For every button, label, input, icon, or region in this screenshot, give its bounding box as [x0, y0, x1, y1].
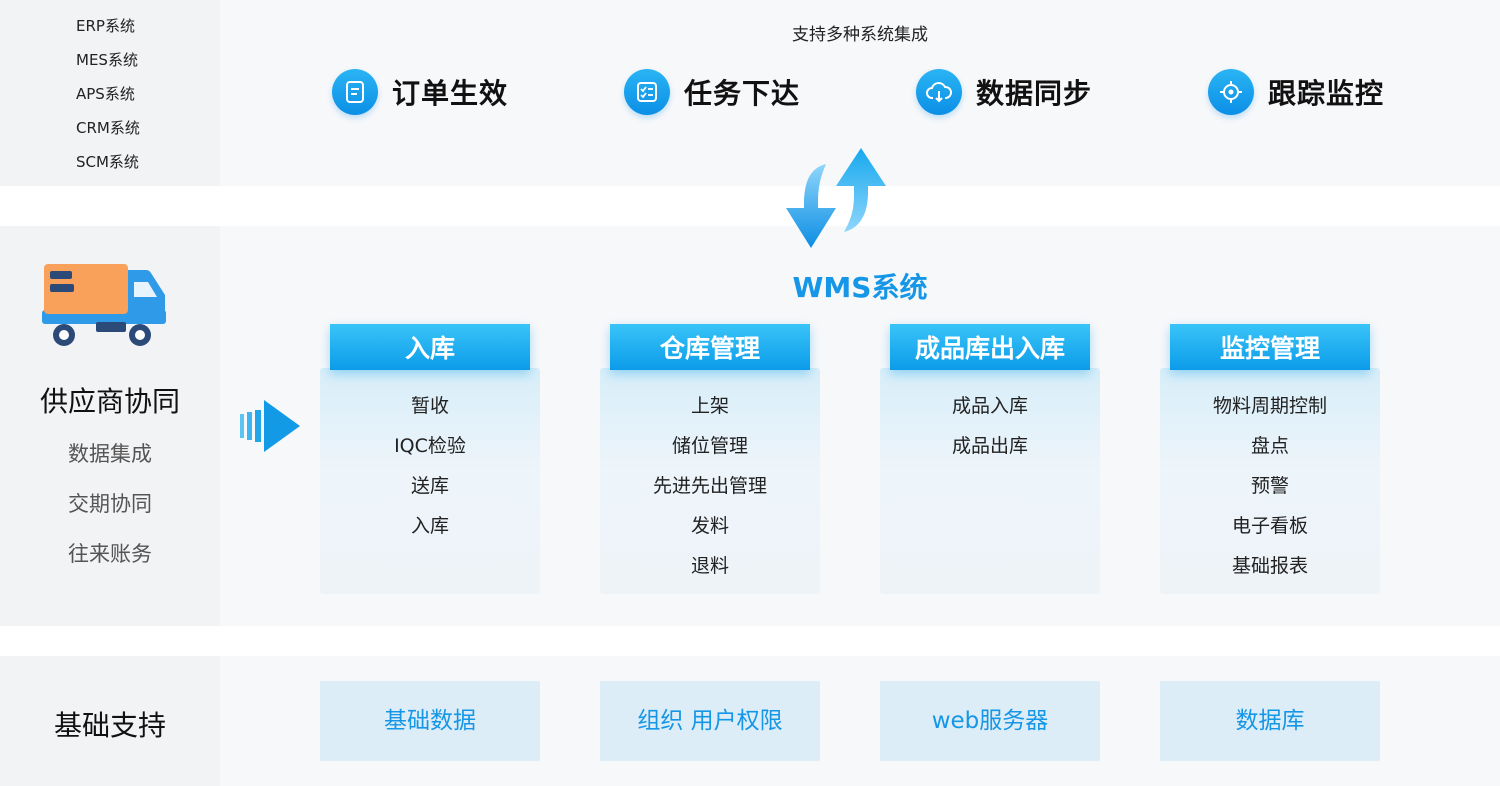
module-item: 上架: [690, 395, 729, 417]
feature-label: 订单生效: [392, 77, 509, 110]
module-item: 盘点: [1250, 435, 1289, 457]
feature-data-sync: 数据同步: [916, 68, 1092, 116]
system-item-aps: APS系统: [76, 85, 135, 103]
sync-arrows-icon: [782, 146, 890, 256]
wms-band: 供应商协同 数据集成 交期协同 往来账务 WMS系统 入库 暂收 IQC检验 送…: [0, 226, 1500, 626]
module-title: 监控管理: [1170, 324, 1370, 370]
systems-panel: ERP系统 MES系统 APS系统 CRM系统 SCM系统: [0, 0, 220, 186]
system-item-scm: SCM系统: [76, 153, 139, 171]
module-item-list: 物料周期控制 盘点 预警 电子看板 基础报表: [1160, 386, 1380, 586]
document-icon: [332, 69, 378, 115]
foundation-box-web-server: web服务器: [880, 681, 1100, 761]
wms-panel: WMS系统 入库 暂收 IQC检验 送库 入库 仓库管理 上架 储位管理 先进先…: [220, 226, 1500, 626]
foundation-panel: 基础数据 组织 用户权限 web服务器 数据库: [220, 656, 1500, 786]
module-card: [600, 368, 820, 594]
module-inbound: 入库 暂收 IQC检验 送库 入库: [320, 324, 540, 594]
module-monitoring: 监控管理 物料周期控制 盘点 预警 电子看板 基础报表: [1160, 324, 1380, 594]
feature-tracking: 跟踪监控: [1208, 68, 1384, 116]
module-item: 暂收: [410, 395, 449, 417]
module-item: 退料: [690, 555, 729, 577]
system-item-crm: CRM系统: [76, 119, 140, 137]
feature-label: 数据同步: [976, 77, 1093, 110]
cloud-sync-icon: [916, 69, 962, 115]
feature-order-effective: 订单生效: [332, 68, 508, 116]
module-item: 送库: [410, 475, 449, 497]
module-item: 成品出库: [951, 435, 1028, 457]
module-finished-goods: 成品库出入库 成品入库 成品出库: [880, 324, 1100, 594]
system-list: ERP系统 MES系统 APS系统 CRM系统 SCM系统: [76, 14, 140, 184]
module-item: 电子看板: [1231, 515, 1308, 537]
module-item: 储位管理: [671, 435, 748, 457]
truck-icon: [38, 262, 170, 352]
supplier-item: 交期协同: [68, 492, 152, 516]
module-item: IQC检验: [394, 435, 466, 457]
module-title: 成品库出入库: [890, 324, 1090, 370]
module-item-list: 成品入库 成品出库: [880, 386, 1100, 466]
integration-caption: 支持多种系统集成: [792, 25, 928, 45]
module-item: 基础报表: [1231, 555, 1308, 577]
foundation-label-panel: 基础支持: [0, 656, 220, 786]
module-item-list: 上架 储位管理 先进先出管理 发料 退料: [600, 386, 820, 586]
module-title: 仓库管理: [610, 324, 810, 370]
feature-task-dispatch: 任务下达: [624, 68, 800, 116]
supplier-item: 数据集成: [68, 442, 152, 466]
module-item: 入库: [410, 515, 449, 537]
module-item: 成品入库: [951, 395, 1028, 417]
system-item-erp: ERP系统: [76, 17, 135, 35]
feature-label: 跟踪监控: [1268, 77, 1385, 110]
module-item: 物料周期控制: [1212, 395, 1327, 417]
wms-title: WMS系统: [792, 271, 928, 304]
target-icon: [1208, 69, 1254, 115]
module-card: [320, 368, 540, 594]
foundation-title: 基础支持: [53, 709, 166, 742]
module-warehouse-management: 仓库管理 上架 储位管理 先进先出管理 发料 退料: [600, 324, 820, 594]
arrow-right-icon: [238, 400, 302, 456]
module-card: [880, 368, 1100, 594]
supplier-title: 供应商协同: [39, 385, 180, 418]
integration-band: ERP系统 MES系统 APS系统 CRM系统 SCM系统 支持多种系统集成 订…: [0, 0, 1500, 186]
supplier-panel: 供应商协同 数据集成 交期协同 往来账务: [0, 226, 220, 626]
module-item: 预警: [1250, 475, 1289, 497]
foundation-band: 基础支持 基础数据 组织 用户权限 web服务器 数据库: [0, 656, 1500, 786]
module-item-list: 暂收 IQC检验 送库 入库: [320, 386, 540, 546]
system-item-mes: MES系统: [76, 51, 138, 69]
checklist-icon: [624, 69, 670, 115]
feature-label: 任务下达: [684, 77, 801, 110]
foundation-box-base-data: 基础数据: [320, 681, 540, 761]
foundation-box-database: 数据库: [1160, 681, 1380, 761]
module-item: 先进先出管理: [652, 475, 767, 497]
module-card: [1160, 368, 1380, 594]
foundation-box-org-permissions: 组织 用户权限: [600, 681, 820, 761]
module-title: 入库: [330, 324, 530, 370]
supplier-item: 往来账务: [68, 542, 152, 566]
module-item: 发料: [690, 515, 729, 537]
